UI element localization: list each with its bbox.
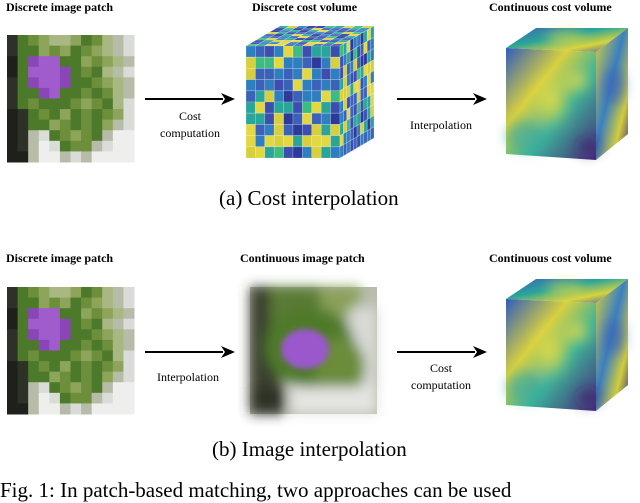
- discrete-image-patch: [7, 35, 135, 163]
- row-a-label-continuous-cost-volume: Continuous cost volume: [489, 0, 612, 14]
- arrow-a1-text-line1: Cost: [178, 109, 201, 123]
- continuous-image-patch: [250, 287, 377, 414]
- arrow-a1-text-line2: computation: [160, 126, 220, 140]
- row-b-label-discrete-patch: Discrete image patch: [6, 251, 114, 265]
- figure-caption: Fig. 1: In patch-based matching, two app…: [0, 478, 512, 502]
- arrow-b1-text: Interpolation: [157, 370, 219, 384]
- continuous-cost-volume-cube-b: [506, 279, 628, 411]
- arrow-cost-computation-b: [397, 346, 487, 358]
- arrow-a2-text: Interpolation: [410, 118, 472, 132]
- arrow-interpolation: [397, 93, 487, 105]
- arrow-cost-computation: [145, 93, 235, 105]
- caption-b: (b) Image interpolation: [212, 437, 407, 461]
- continuous-cost-volume-cube: [506, 28, 628, 160]
- arrow-b2-text-line1: Cost: [429, 361, 452, 375]
- row-a-label-discrete-cost-volume: Discrete cost volume: [252, 0, 358, 14]
- discrete-cost-volume-cube: [244, 25, 376, 159]
- caption-a: (a) Cost interpolation: [219, 186, 399, 210]
- discrete-image-patch-b: [7, 287, 135, 415]
- row-b-label-continuous-cost-volume: Continuous cost volume: [489, 251, 612, 265]
- arrow-b2-text-line2: computation: [411, 378, 471, 392]
- row-b-label-continuous-patch: Continuous image patch: [240, 251, 365, 265]
- row-a-label-discrete-patch: Discrete image patch: [6, 0, 114, 14]
- arrow-interpolation-b: [145, 346, 235, 358]
